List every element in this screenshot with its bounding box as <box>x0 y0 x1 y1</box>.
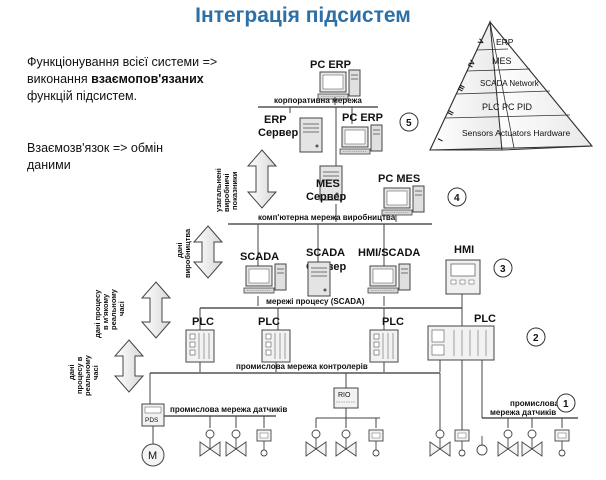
plc-2-label: PLC <box>258 316 280 328</box>
level-badge-5: 5 <box>399 112 419 132</box>
intro-text: Функціонування всієї системи => виконанн… <box>27 54 217 105</box>
svg-text:виробничі: виробничі <box>222 173 231 212</box>
svg-text:виробництва: виробництва <box>183 228 192 278</box>
pyramid-level-mes: MES <box>492 56 512 66</box>
process-network-label: мережі процесу (SCADA) <box>266 297 365 306</box>
intro-line-1: Функціонування всієї системи => <box>27 55 218 69</box>
svg-text:процесу в: процесу в <box>75 356 84 394</box>
pyramid-level-erp: ERP <box>496 37 514 47</box>
hmi-panel-label: HMI <box>454 244 474 256</box>
motor: M <box>141 443 165 467</box>
intro-line-4: Взаємозв'язок => обмін <box>27 141 163 155</box>
production-network-label: комп'ютерна мережа виробництва <box>258 213 396 222</box>
scada-server-label-1: SCADA <box>306 247 345 259</box>
plc-4: PLC <box>427 313 496 361</box>
intro-line-2-bold: взаємопов'язаних <box>91 72 204 86</box>
svg-text:дані процесу: дані процесу <box>93 289 102 338</box>
plc-2: PLC <box>258 316 291 363</box>
sensor-network-left-label: промислова мережа датчиків <box>170 405 287 414</box>
controller-network-label: промислова мережа контролерів <box>236 362 368 371</box>
intro-text-2: Взаємозв'язок => обмін даними <box>27 140 163 174</box>
rio-label: RIO <box>338 392 351 399</box>
level-badge-4: 4 <box>447 187 467 207</box>
mes-server-label-2: Сервер <box>306 191 347 203</box>
scada-pc: SCADA <box>240 251 287 294</box>
hmi-scada-pc: HMI/SCADA <box>358 247 420 294</box>
level-badge-1: 1 <box>556 393 576 413</box>
pyramid-level-1-numeral: I <box>436 137 445 143</box>
intro-line-5: даними <box>27 158 71 172</box>
plc-3: PLC <box>369 316 404 363</box>
intro-line-2: виконання взаємопов'язаних <box>27 71 217 88</box>
svg-text:показники: показники <box>230 171 239 210</box>
plc-3-label: PLC <box>382 316 404 328</box>
slide-title: Інтеграція підсистем <box>195 4 411 27</box>
mes-server-label-1: MES <box>316 178 340 190</box>
svg-text:в м'якому: в м'якому <box>101 293 110 330</box>
corporate-network-label: корпоративна мережа <box>274 96 362 105</box>
svg-text:узагальнені: узагальнені <box>214 168 223 212</box>
arrow-caption-3: дані процесу в м'якому реальному часі <box>93 288 126 338</box>
svg-text:часі: часі <box>91 365 100 380</box>
level-badge-3: 3 <box>493 258 513 278</box>
erp-server: ERP Сервер <box>258 114 323 153</box>
svg-text:дані: дані <box>175 242 184 258</box>
pyramid-level-2-numeral: II <box>446 109 456 117</box>
motor-label: M <box>148 450 157 462</box>
arrow-caption-2: дані виробництва <box>175 228 192 278</box>
arrow-caption-1: узагальнені виробничі показники <box>214 168 239 212</box>
scada-pc-label: SCADA <box>240 251 279 263</box>
plc-1: PLC <box>185 316 215 363</box>
pyramid: V IV III II I ERP MES SCADA Network PLC … <box>429 20 594 151</box>
hmi-scada-pc-label: HMI/SCADA <box>358 247 420 259</box>
svg-text:5: 5 <box>406 118 412 129</box>
mes-server: MES Сервер <box>306 165 347 203</box>
sensor-network-right-label-2: мережа датчиків <box>490 408 556 417</box>
pc-mes-label: PC MES <box>378 173 420 185</box>
hmi-panel: HMI <box>445 244 481 295</box>
erp-server-label-2: Сервер <box>258 127 299 139</box>
pyramid-level-4-numeral: IV <box>466 58 477 68</box>
rio-module: RIO <box>333 387 359 409</box>
svg-text:2: 2 <box>533 333 539 344</box>
pds-label: PDS <box>145 417 159 424</box>
svg-text:дані: дані <box>67 364 76 380</box>
svg-text:часі: часі <box>117 301 126 316</box>
level-badge-2: 2 <box>526 327 546 347</box>
pyramid-level-scada: SCADA Network <box>480 79 540 88</box>
svg-text:3: 3 <box>500 264 506 275</box>
scada-server: SCADA Сервер <box>306 247 347 297</box>
pc-erp-right-label: PC ERP <box>342 112 383 124</box>
plc-4-label: PLC <box>474 313 496 325</box>
pyramid-level-3-numeral: III <box>456 83 467 93</box>
arrow-indicators <box>113 149 278 393</box>
erp-server-label-1: ERP <box>264 114 287 126</box>
svg-text:1: 1 <box>563 399 569 410</box>
sensor-network-right-label-1: промислова <box>510 399 559 408</box>
svg-text:реальному: реальному <box>109 288 118 330</box>
pyramid-level-plc: PLC PC PID <box>482 102 533 112</box>
arrow-caption-4: дані процесу в реальному часі <box>67 354 100 396</box>
intro-line-3: функцій підсистем. <box>27 89 138 103</box>
pyramid-level-5-numeral: V <box>476 37 486 46</box>
pyramid-level-sensors: Sensors Actuators Hardware <box>462 128 570 138</box>
pc-mes: PC MES <box>378 173 425 216</box>
svg-text:4: 4 <box>454 193 460 204</box>
pds-drive: PDS <box>141 403 165 427</box>
svg-text:реальному: реальному <box>83 354 92 396</box>
pc-erp-right: PC ERP <box>339 112 383 155</box>
pc-erp-top-label: PC ERP <box>310 59 351 71</box>
pc-erp-top: PC ERP <box>310 59 361 100</box>
intro-line-2-prefix: виконання <box>27 72 92 86</box>
plc-1-label: PLC <box>192 316 214 328</box>
